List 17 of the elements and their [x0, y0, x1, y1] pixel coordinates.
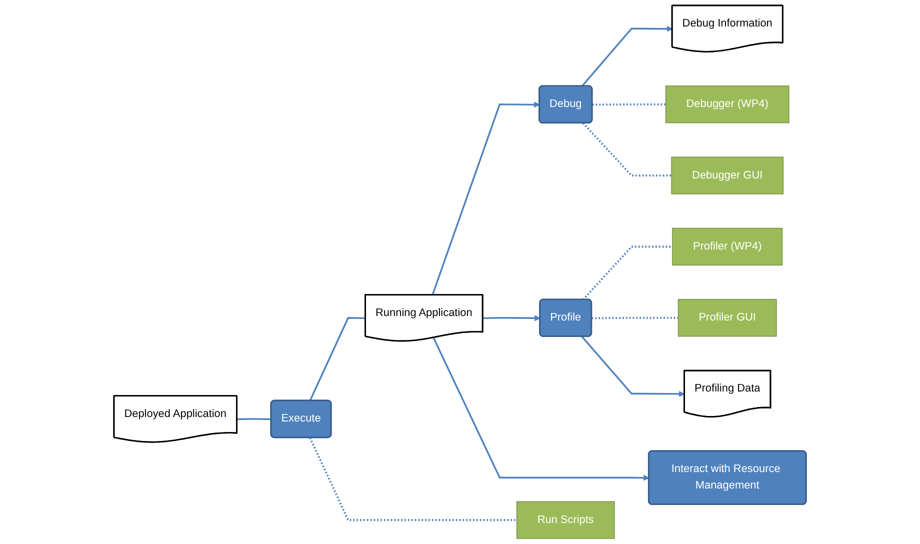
node-box: Debugger (WP4) — [665, 86, 790, 124]
connector — [592, 103, 666, 106]
connector — [237, 418, 272, 420]
node-box: Debugger GUI — [671, 156, 784, 194]
arrow — [432, 102, 540, 296]
connector — [592, 316, 678, 320]
connector — [582, 122, 672, 177]
node-box: Profiler GUI — [678, 299, 777, 337]
connector — [309, 316, 366, 402]
arrow — [482, 315, 540, 322]
connector — [582, 246, 672, 300]
arrow — [581, 26, 673, 87]
arrow — [432, 337, 650, 481]
node-box: Profiler (WP4) — [672, 228, 783, 266]
arrow — [581, 336, 685, 397]
connector — [309, 437, 517, 522]
node-box: Run Scripts — [516, 501, 615, 539]
